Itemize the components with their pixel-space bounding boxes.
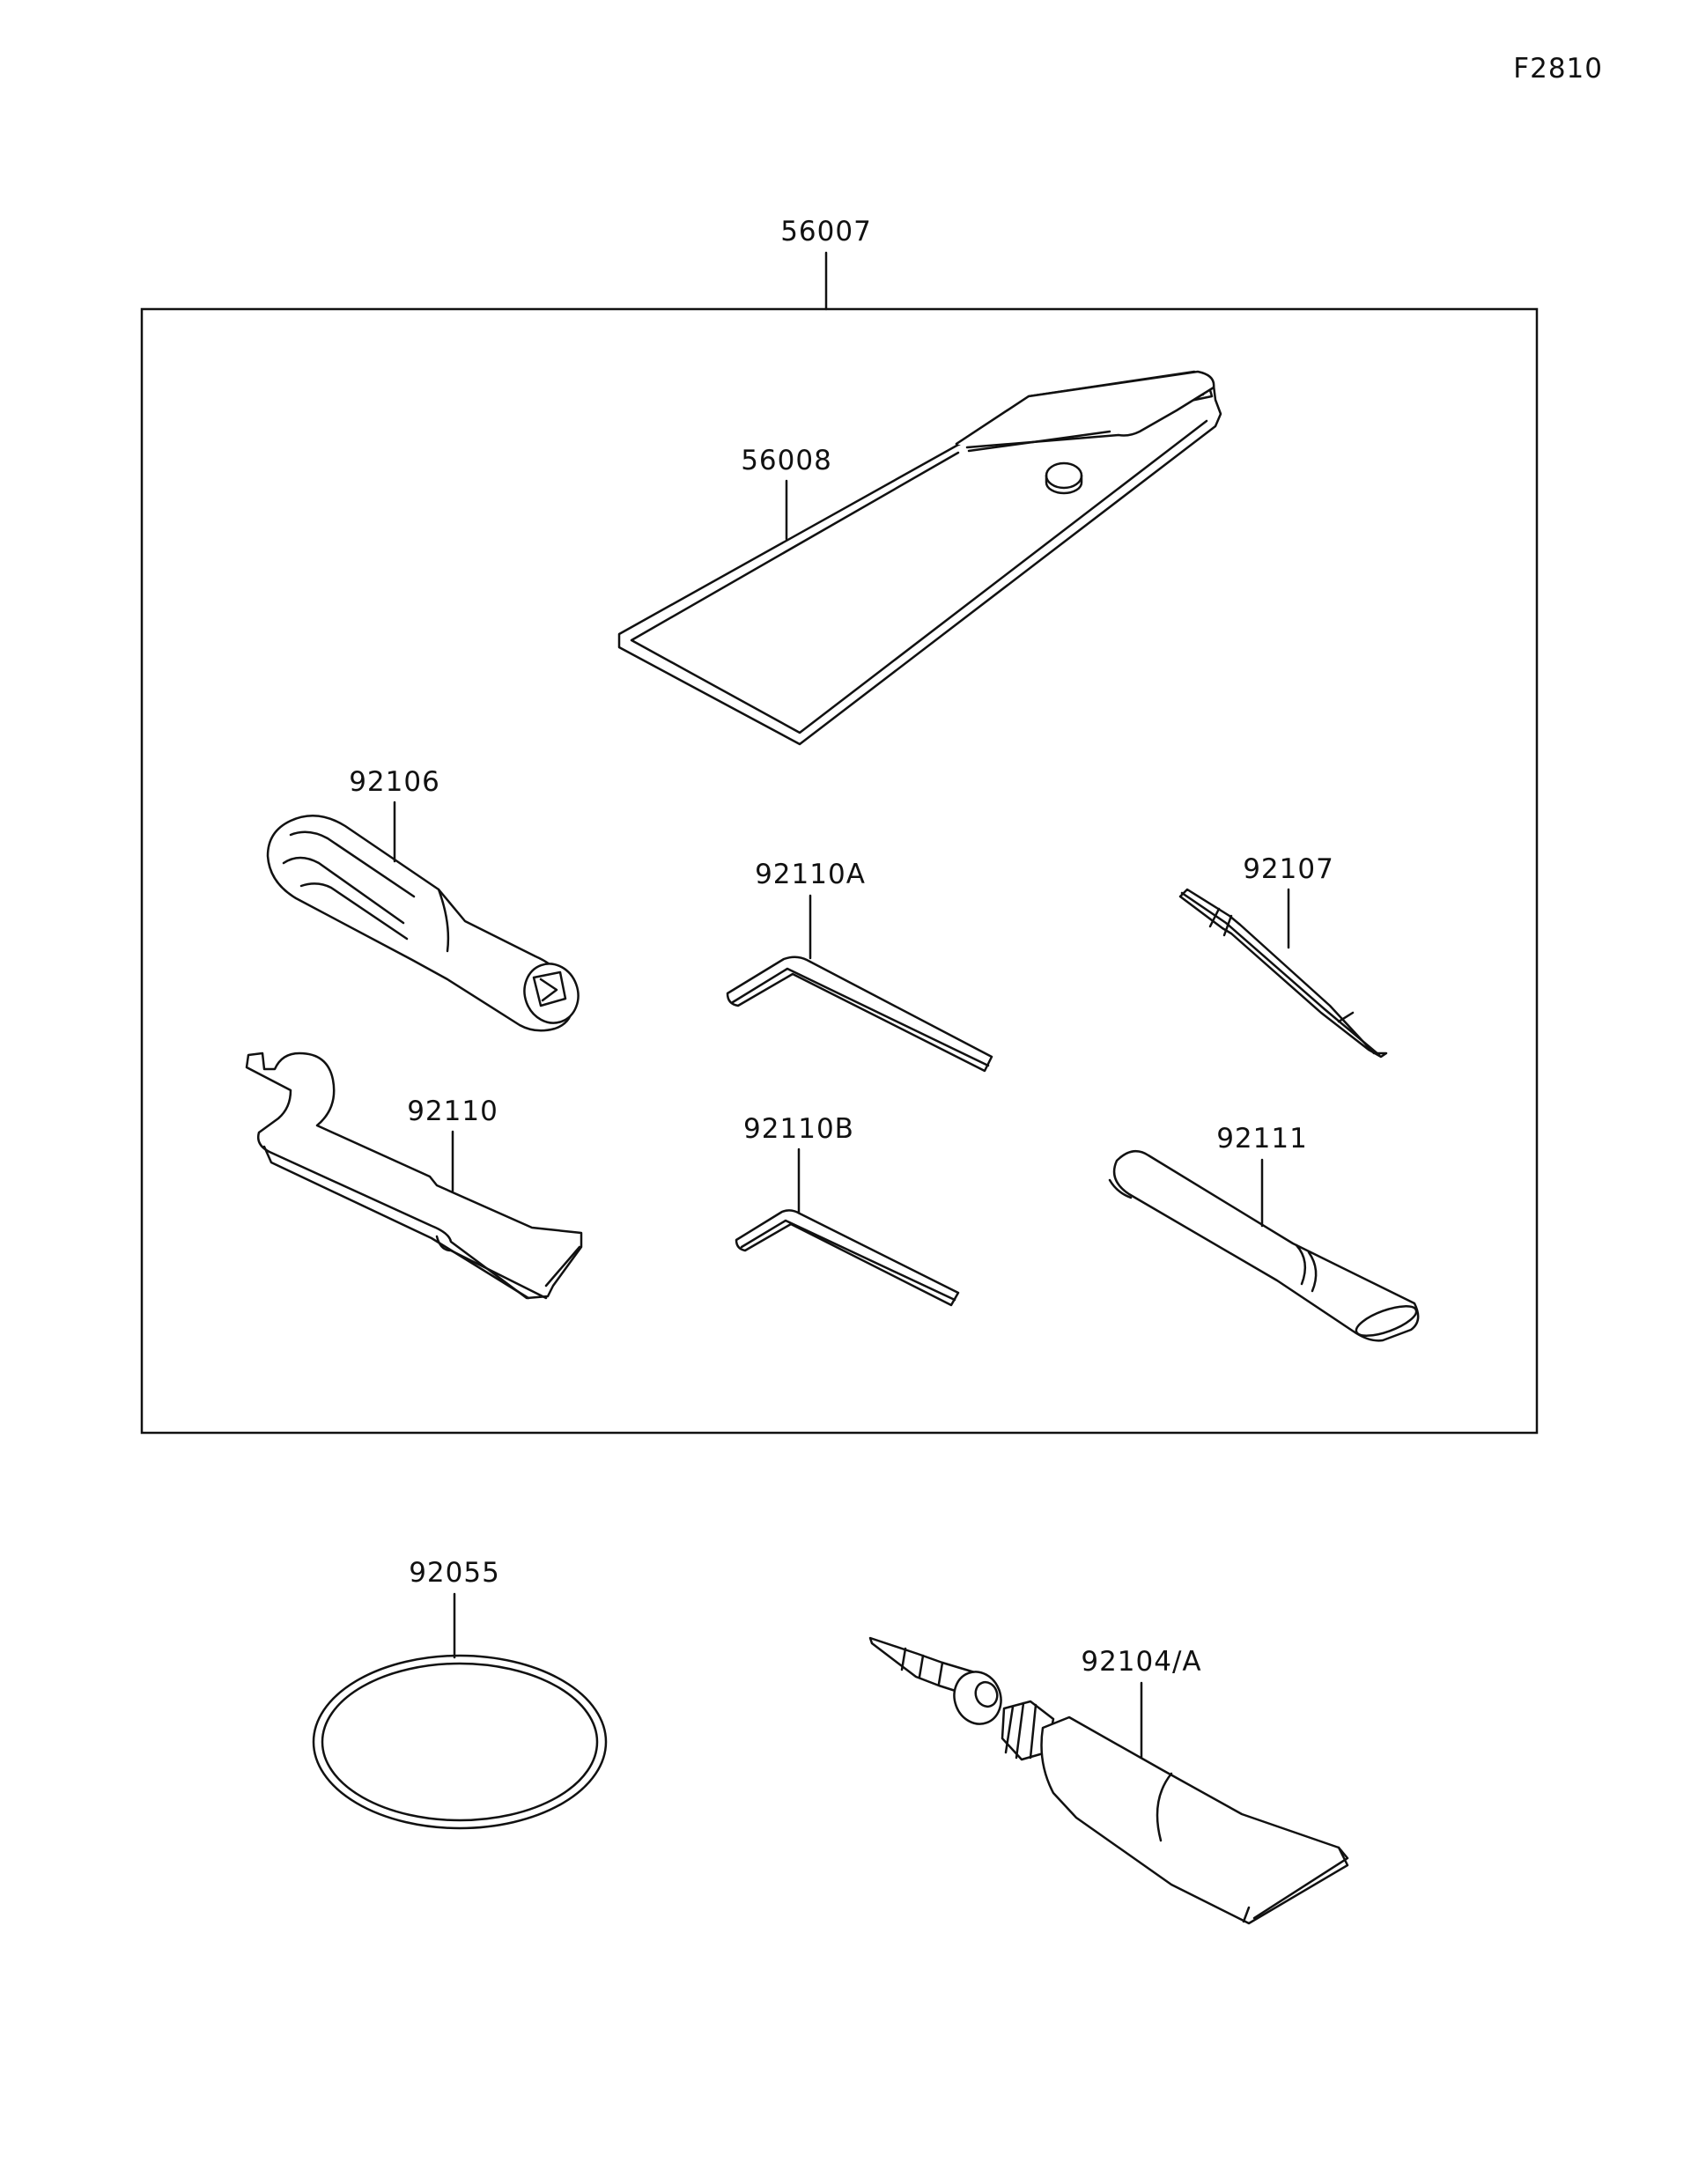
o-ring-part-number: 92055 <box>409 1557 500 1589</box>
kit-frame <box>140 307 1539 1435</box>
spanner-callout: 92110 <box>407 1096 498 1192</box>
extension-bar-drawing <box>1108 1149 1420 1342</box>
hex-wrench-b-drawing <box>735 1209 960 1307</box>
grease-tube-part-number: 92104/A <box>1081 1646 1201 1678</box>
extension-bar-callout: 92111 <box>1216 1123 1308 1228</box>
figure-code: F2810 <box>1513 53 1603 85</box>
o-ring-drawing <box>312 1654 608 1830</box>
screwdriver-bit-callout: 92107 <box>1243 853 1334 949</box>
screwdriver-handle-callout: 92106 <box>349 766 440 863</box>
grease-tube-drawing <box>868 1636 1349 1925</box>
case-callout: 56008 <box>741 445 832 541</box>
kit-part-number: 56007 <box>780 216 872 247</box>
grease-tube-callout: 92104/A <box>1081 1646 1201 1760</box>
hex-wrench-b-part-number: 92110B <box>743 1113 854 1145</box>
case-part-number: 56008 <box>741 445 832 476</box>
hex-wrench-a-part-number: 92110A <box>755 859 866 890</box>
screwdriver-handle-part-number: 92106 <box>349 766 440 798</box>
screwdriver-handle-drawing <box>266 815 580 1032</box>
hex-wrench-b-callout: 92110B <box>743 1113 854 1214</box>
hex-wrench-a-drawing <box>726 956 993 1073</box>
extension-bar-part-number: 92111 <box>1216 1123 1308 1155</box>
o-ring-callout: 92055 <box>409 1557 500 1659</box>
screwdriver-bit-drawing <box>1178 888 1388 1059</box>
spanner-drawing <box>245 1051 583 1300</box>
hex-wrench-a-callout: 92110A <box>755 859 866 960</box>
spanner-part-number: 92110 <box>407 1096 498 1127</box>
tool-case-drawing <box>617 370 1222 746</box>
screwdriver-bit-part-number: 92107 <box>1243 853 1334 885</box>
tool-kit-group: 56007 <box>140 216 1539 1435</box>
